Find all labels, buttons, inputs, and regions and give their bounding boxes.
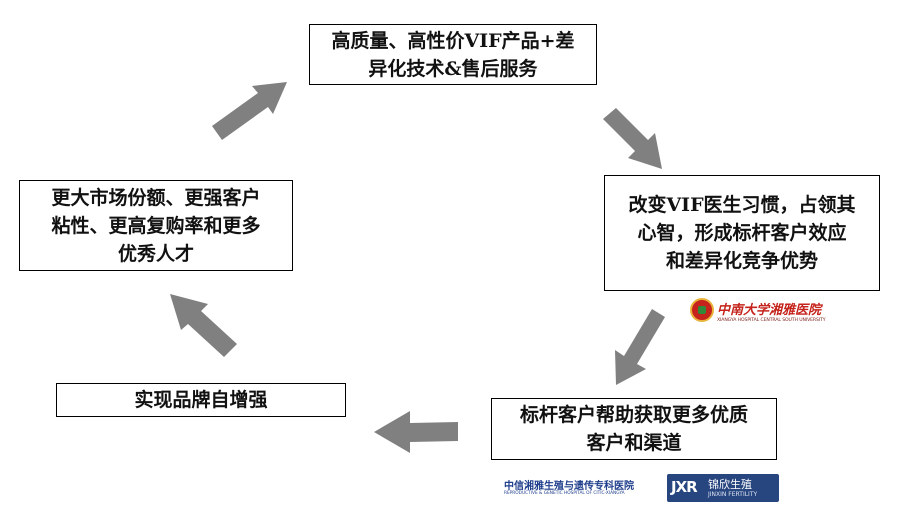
node-text-line: 标杆客户帮助获取更多优质 xyxy=(519,404,748,426)
jinxin-fertility-logo: JXR 锦欣生殖 JINXIN FERTILITY xyxy=(667,474,779,502)
node-text-line: 优秀人才 xyxy=(117,242,194,265)
xiangya-hospital-logo: 中南大学湘雅医院 XIANGYA HOSPITAL CENTRAL SOUTH … xyxy=(690,296,826,330)
node-change-doctor-habits: 改变VIF医生习惯，占领其 心智，形成标杆客户效应 和差异化竞争优势 xyxy=(604,175,880,291)
node-text-line: 高质量、高性价VIF产品+差 xyxy=(331,29,575,52)
jxr-mark-icon: JXR xyxy=(671,478,698,496)
node-text-line: 异化技术&售后服务 xyxy=(368,57,538,80)
logo-en-text: REPRODUCTIVE & GENETIC HOSPITAL OF CITIC… xyxy=(504,491,625,496)
node-text-line: 改变VIF医生习惯，占领其 xyxy=(628,194,856,216)
node-text-line: 粘性、更高复购率和更多 xyxy=(51,214,261,237)
node-text-line: 更大市场份额、更强客户 xyxy=(51,186,261,209)
arrow-left-to-top xyxy=(212,82,287,140)
node-text-line: 客户和渠道 xyxy=(586,432,682,454)
arrow-bottom-to-leftbottom xyxy=(374,411,458,453)
logo-en-text: JINXIN FERTILITY xyxy=(708,491,758,498)
arrow-right-to-bottom xyxy=(615,309,665,385)
arrow-top-to-right xyxy=(603,108,662,169)
logo-en-text: XIANGYA HOSPITAL CENTRAL SOUTH UNIVERSIT… xyxy=(717,318,826,323)
citic-xiangya-logo: 中信湘雅生殖与遗传专科医院 REPRODUCTIVE & GENETIC HOS… xyxy=(504,477,660,499)
logo-cn-text: 中信湘雅生殖与遗传专科医院 xyxy=(504,481,634,492)
hospital-seal-icon xyxy=(690,298,714,322)
node-text-line: 实现品牌自增强 xyxy=(134,389,268,411)
arrow-leftbottom-to-left xyxy=(170,294,237,357)
node-market-share: 更大市场份额、更强客户 粘性、更高复购率和更多 优秀人才 xyxy=(19,180,293,271)
logo-cn-text: 中南大学湘雅医院 xyxy=(717,303,822,318)
node-text-line: 和差异化竞争优势 xyxy=(665,250,818,272)
node-benchmark-customers: 标杆客户帮助获取更多优质 客户和渠道 xyxy=(491,398,777,460)
node-quality-product: 高质量、高性价VIF产品+差 异化技术&售后服务 xyxy=(309,24,597,85)
node-text-line: 心智，形成标杆客户效应 xyxy=(637,222,847,244)
logo-cn-text: 锦欣生殖 xyxy=(708,478,752,491)
node-brand-self-reinforcement: 实现品牌自增强 xyxy=(56,383,346,417)
